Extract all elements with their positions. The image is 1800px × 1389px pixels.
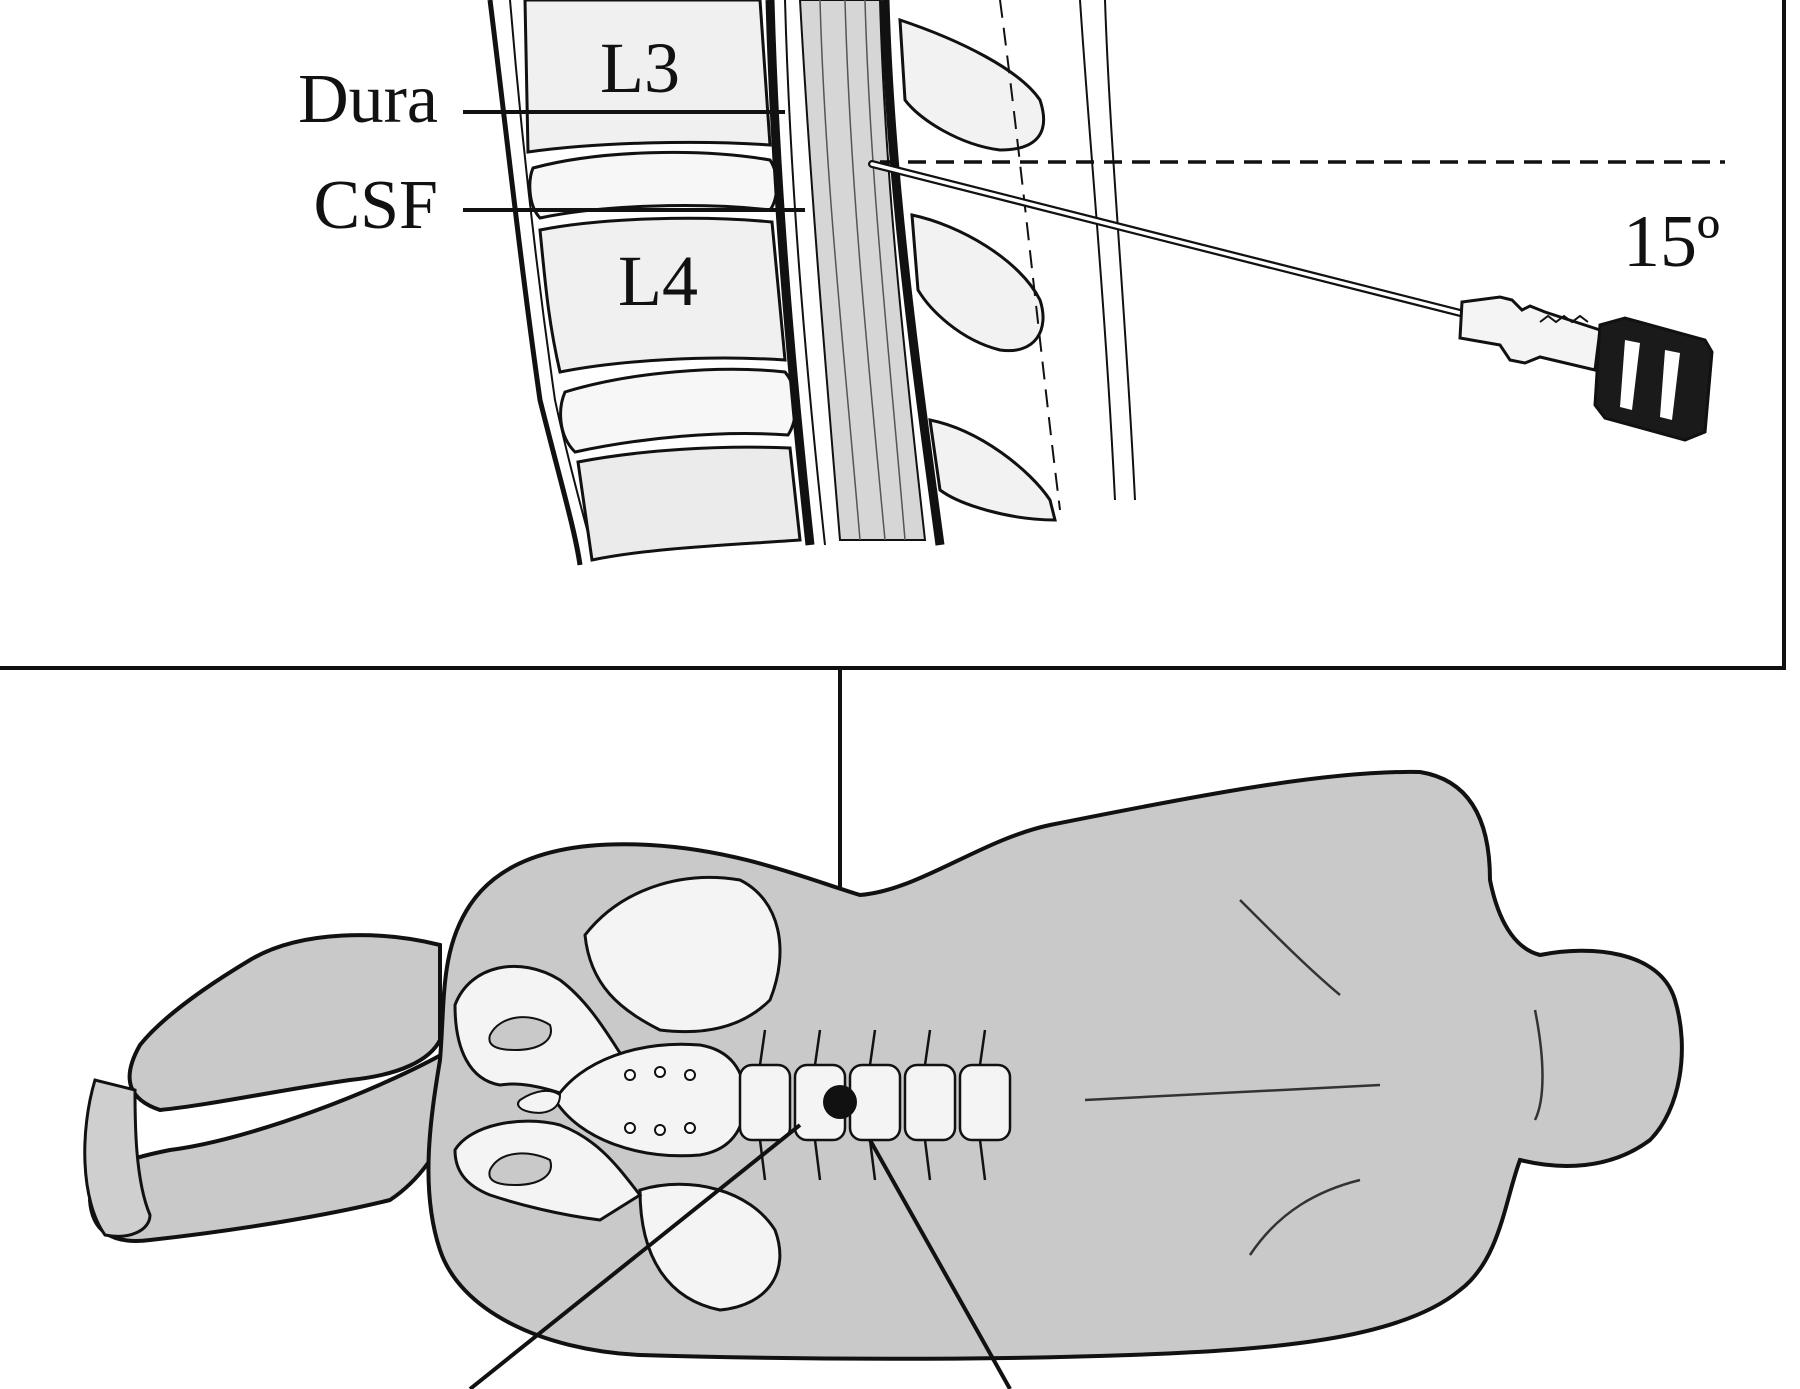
spinal-needle	[868, 160, 1714, 442]
skin-line-inner	[1079, 0, 1116, 501]
vertebra-label-upper: L3	[600, 28, 680, 108]
vertebral-column-anterior-edge	[487, 0, 583, 566]
vertebra-l5-body	[576, 445, 802, 562]
vertebra-label-lower: L4	[618, 241, 698, 321]
patient-upper-leg	[127, 933, 442, 1113]
pointer-line-left	[468, 1123, 802, 1389]
csf-label: CSF	[313, 167, 438, 244]
patient-figure	[83, 769, 1684, 1389]
lumbar-vertebra-l2	[903, 1063, 957, 1142]
lumbar-vertebra-l3	[848, 1063, 902, 1142]
inset-frame	[0, 0, 1786, 670]
sacral-foramen	[684, 1122, 696, 1134]
coccyx	[517, 1089, 562, 1114]
skin-line-outer	[1104, 0, 1136, 501]
sacral-foramen	[624, 1122, 636, 1134]
needle-hub	[1458, 295, 1602, 372]
cauda-equina-line-c	[864, 0, 906, 541]
spinal-canal-anterior-wall	[765, 0, 815, 546]
sacral-foramina	[624, 1066, 696, 1136]
needle-shaft-highlight	[870, 162, 1482, 320]
needle-stylet-cap	[1593, 316, 1714, 442]
lumbar-spine	[738, 1029, 1012, 1181]
sacral-foramen	[624, 1069, 636, 1081]
spinous-process-middle	[910, 213, 1045, 353]
vertebra-l4-body	[538, 216, 787, 374]
obturator-foramen-lower	[488, 1152, 552, 1187]
transverse-process-top	[758, 1029, 987, 1066]
patient-foot-lower	[83, 1078, 152, 1238]
dura-label: Dura	[298, 61, 438, 138]
cauda-equina-line-b	[844, 0, 886, 541]
spinous-process-lower	[928, 418, 1057, 522]
sacral-foramen	[654, 1124, 666, 1136]
spinal-canal-posterior-wall	[880, 0, 945, 546]
pointer-line-right	[868, 1139, 1012, 1389]
needle-cap-highlight-b	[1660, 350, 1680, 420]
puncture-site-marker	[823, 1085, 857, 1119]
back-contour	[1084, 1083, 1381, 1102]
spine-inset: L3 L4 Dura CSF 15º	[0, 0, 1786, 670]
pelvis-iliac-wing	[583, 876, 782, 1034]
sacral-foramen	[654, 1066, 666, 1078]
needle-hub-serration	[1539, 314, 1589, 324]
lumbar-vertebra-l1	[958, 1063, 1012, 1142]
neck-contour	[1533, 1009, 1544, 1121]
shoulder-contour	[1239, 899, 1341, 996]
lumbar-vertebra-l5	[738, 1063, 792, 1142]
sacral-foramen	[684, 1069, 696, 1081]
hip-contour	[1248, 1178, 1361, 1256]
needle-cap-highlight-a	[1620, 340, 1640, 410]
cauda-equina-line-a	[819, 0, 861, 541]
lamina-outline	[999, 0, 1061, 511]
spinous-process-upper	[898, 17, 1046, 152]
transverse-process-bottom	[758, 1139, 987, 1181]
obturator-foramen-upper	[488, 1016, 552, 1052]
needle-angle-label: 15º	[1623, 201, 1720, 283]
dura-line	[784, 0, 826, 546]
disc-l4-l5	[559, 367, 798, 454]
vertebral-column-anterior-inner	[509, 0, 596, 561]
